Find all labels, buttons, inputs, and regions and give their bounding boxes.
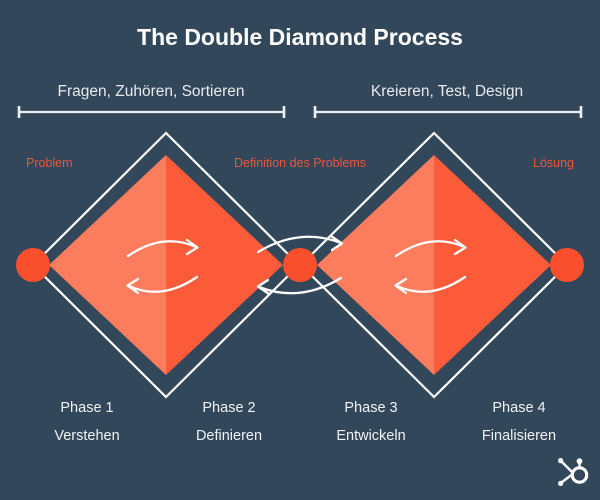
phase-1-number: Phase 1: [60, 400, 113, 416]
phase-4-number: Phase 4: [492, 400, 545, 416]
phase-1-name: Verstehen: [54, 428, 119, 444]
bracket-label-right: Kreieren, Test, Design: [371, 83, 523, 100]
diamond-fill-left: [49, 155, 283, 375]
crossover-arrows-center: [256, 234, 344, 296]
cycle-arrows-right: [394, 238, 467, 295]
diamond-outline-left: [31, 131, 301, 399]
page-title: The Double Diamond Process: [137, 24, 463, 50]
hubspot-sprocket-logo: [558, 458, 589, 486]
phase-2-number: Phase 2: [202, 400, 255, 416]
node-circle-solution: [550, 248, 584, 282]
node-label-problem-definition: Definition des Problems: [234, 156, 366, 170]
diamond-outline-right: [299, 131, 569, 399]
node-label-problem: Problem: [26, 156, 73, 170]
bracket-left: [17, 106, 286, 118]
bracket-right: [313, 106, 583, 118]
bracket-label-left: Fragen, Zuhören, Sortieren: [58, 83, 245, 100]
phase-3-number: Phase 3: [344, 400, 397, 416]
cycle-arrows-left: [126, 238, 199, 295]
phase-4-name: Finalisieren: [482, 428, 556, 444]
node-circle-problem-definition: [283, 248, 317, 282]
diamond-fill-right: [317, 155, 551, 375]
phase-2-name: Definieren: [196, 428, 262, 444]
diamond-develop-deliver: [299, 131, 569, 399]
node-circle-problem: [16, 248, 50, 282]
node-label-solution: Lösung: [533, 156, 574, 170]
phase-3-name: Entwickeln: [336, 428, 405, 444]
diamond-discover-define: [31, 131, 301, 399]
phase-labels: Phase 1 Verstehen Phase 2 Definieren Pha…: [54, 400, 556, 444]
